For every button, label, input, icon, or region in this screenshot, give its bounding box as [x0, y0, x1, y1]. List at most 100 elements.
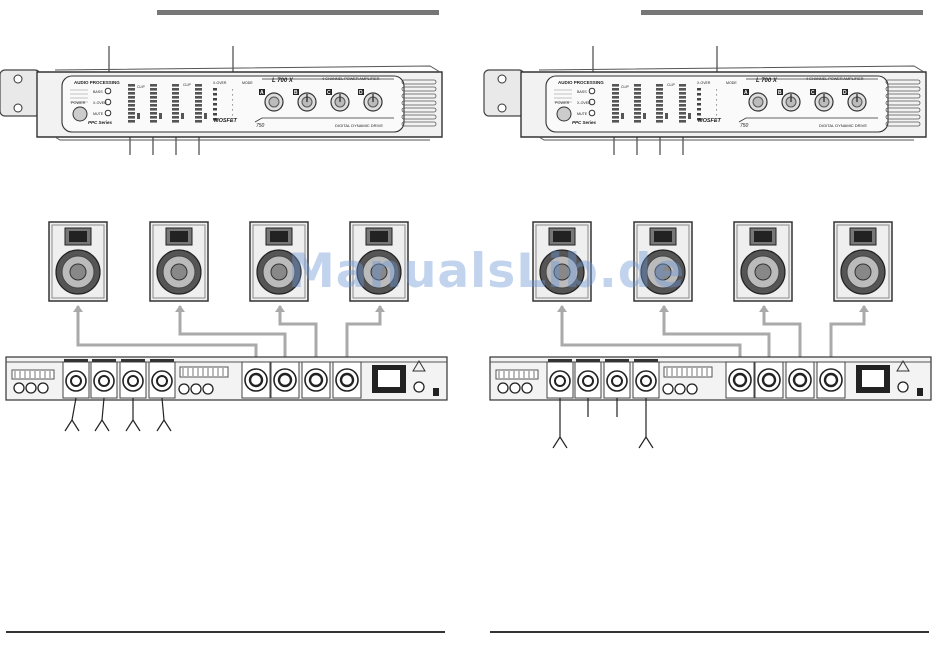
input-label-plate: [605, 359, 629, 362]
mode-led: [588, 87, 596, 95]
tweeter-throat: [69, 231, 87, 242]
power-inlet-socket: [862, 370, 884, 387]
meter-segment: [656, 96, 663, 99]
meter-segment: [612, 92, 619, 95]
meter-segment: [128, 108, 135, 111]
meter-segment: [150, 96, 157, 99]
xlr-input-center: [127, 375, 139, 387]
power-label: POWER: [71, 101, 86, 105]
rca-jack: [37, 382, 49, 394]
meter-segment: [172, 88, 179, 91]
drive-label: DIGITAL DYNAMIC DRIVE: [335, 123, 383, 128]
rca-jack: [686, 383, 698, 395]
led-label: MUTE: [577, 112, 588, 116]
xover-led: [697, 98, 701, 101]
clip-label: CLIP: [183, 83, 191, 87]
xover-led: [213, 103, 217, 106]
meter-segment: [128, 112, 135, 115]
meter-segment: [150, 100, 157, 103]
cable-arrow: [375, 305, 385, 312]
meter-segment: [634, 84, 641, 87]
meter-segment: [195, 100, 202, 103]
tweeter-throat: [854, 231, 872, 242]
meter-segment: [679, 104, 686, 107]
mode-led: [104, 87, 112, 95]
speaker-grille-edge: [352, 224, 406, 299]
meter-segment: [172, 104, 179, 107]
meter-segment: [172, 120, 179, 123]
mode-dot: ▪: [716, 93, 717, 97]
speaker-cable: [560, 306, 742, 366]
rack-hole: [13, 74, 23, 84]
woofer-dustcap: [854, 263, 872, 281]
meter-segment: [128, 104, 135, 107]
mode-dot: ▪: [232, 103, 233, 107]
meter-segment: [195, 108, 202, 111]
meter-segment: [150, 88, 157, 91]
meter-segment: [656, 88, 663, 91]
section-title: AUDIO PROCESSING: [74, 80, 120, 85]
meter-indicator: [688, 113, 691, 119]
meter-segment: [656, 92, 663, 95]
vent-slot: [401, 107, 437, 113]
input-label-plate: [634, 359, 658, 362]
rack-hole: [13, 103, 23, 113]
mode-dot: ▪: [232, 93, 233, 97]
ppc-label: PPC Series: [88, 120, 113, 125]
rca-jack: [497, 382, 509, 394]
meter-segment: [128, 116, 135, 119]
subtitle-label: 4 CHANNEL POWER AMPLIFIER: [322, 77, 380, 81]
input-label-plate: [64, 359, 88, 362]
xover-led: [213, 108, 217, 111]
tweeter-throat: [170, 231, 188, 242]
xlr-input-center: [640, 375, 652, 387]
xover-led: [213, 113, 217, 116]
tweeter-throat: [370, 231, 388, 242]
xlr-input-center: [98, 375, 110, 387]
mode-led: [588, 109, 596, 117]
xover-led: [697, 113, 701, 116]
meter-segment: [634, 116, 641, 119]
speaker-cable: [662, 306, 771, 366]
warning-triangle: [896, 360, 910, 372]
power-button: [556, 106, 572, 122]
channel-letter: D: [843, 90, 847, 96]
meter-segment: [128, 96, 135, 99]
signal-source-icon: [156, 418, 172, 432]
meter-segment: [195, 112, 202, 115]
rca-jack: [662, 383, 674, 395]
woofer-dustcap: [69, 263, 87, 281]
mode-dot: ▪: [716, 108, 717, 112]
cable-arrow: [275, 305, 285, 312]
meter-segment: [172, 84, 179, 87]
led-label: X-OVER: [577, 101, 591, 105]
meter-segment: [195, 92, 202, 95]
tweeter-throat: [654, 231, 672, 242]
tweeter-throat: [553, 231, 571, 242]
input-cable: [161, 397, 165, 421]
rca-jack: [25, 382, 37, 394]
cable-arrow: [659, 305, 669, 312]
input-label-plate: [150, 359, 174, 362]
subtitle-label: 4 CHANNEL POWER AMPLIFIER: [806, 77, 864, 81]
meter-segment: [656, 112, 663, 115]
vent-slot: [401, 121, 437, 127]
meter-segment: [172, 116, 179, 119]
meter-segment: [612, 120, 619, 123]
meter-segment: [612, 108, 619, 111]
channel-letter: A: [744, 90, 748, 96]
channel-tag: [326, 89, 332, 95]
meter-segment: [195, 88, 202, 91]
meter-segment: [634, 88, 641, 91]
vent-grid: [11, 369, 55, 380]
meter-segment: [634, 112, 641, 115]
meter-segment: [150, 120, 157, 123]
meter-segment: [150, 116, 157, 119]
meter-segment: [656, 100, 663, 103]
rca-jack: [202, 383, 214, 395]
cable-arrow: [175, 305, 185, 312]
meter-segment: [150, 92, 157, 95]
vent-slot: [401, 93, 437, 99]
